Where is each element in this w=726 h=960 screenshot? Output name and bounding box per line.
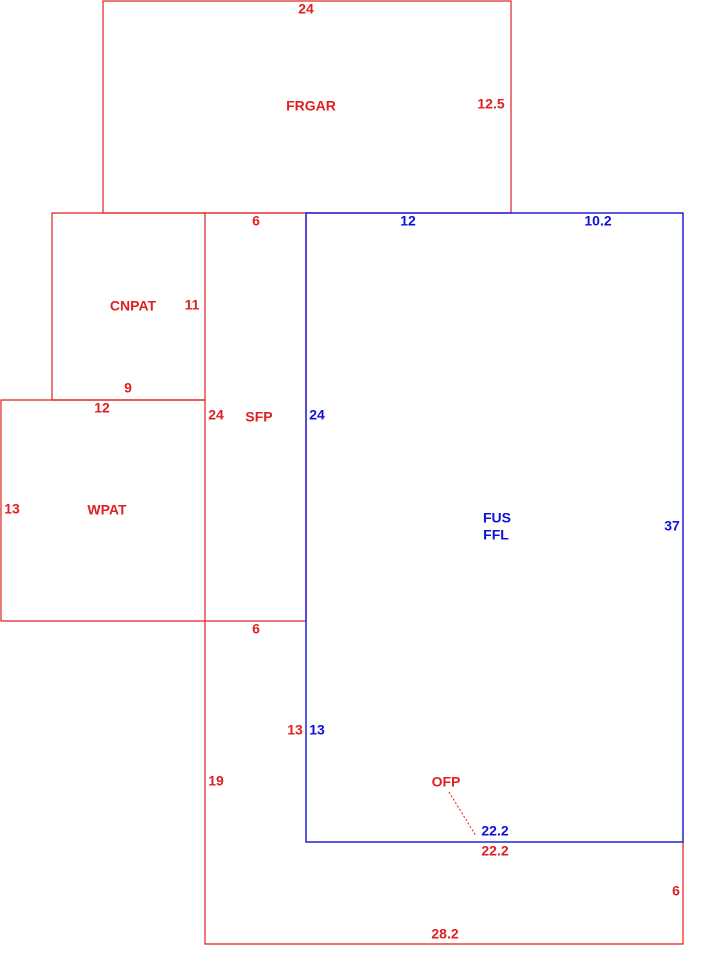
sfp-dim-top: 6 [252,213,260,229]
sfp-dim-bottom: 6 [252,621,260,637]
ofp-dim-top: 22.2 [481,843,508,859]
sfp-label: SFP [245,409,272,425]
fus-dim-left-lower: 13 [309,722,325,738]
fus-dim-top-left: 12 [400,213,416,229]
ofp-dim-right: 6 [672,883,680,899]
fus-dim-top-right: 10.2 [584,213,611,229]
frgar-dim-top: 24 [298,1,314,17]
fus-dim-left-upper: 24 [309,407,325,423]
wpat-outline [0,399,205,622]
wpat-dim-left: 13 [4,501,20,517]
ofp-leader-line [448,791,477,837]
ofp-dim-bottom: 28.2 [431,926,458,942]
ofp-dim-right-inner: 13 [287,722,303,738]
frgar-label: FRGAR [286,98,336,114]
fus-outline [305,212,684,843]
ffl-label: FFL [483,527,509,543]
cnpat-dim-right: 11 [185,297,200,313]
fus-dim-right: 37 [664,518,680,534]
cnpat-label: CNPAT [110,298,157,314]
ofp-label: OFP [432,774,461,790]
frgar-dim-right: 12.5 [477,96,504,112]
cnpat-dim-bottom: 9 [124,380,132,396]
fus-dim-bottom: 22.2 [481,823,508,839]
wpat-label: WPAT [87,502,127,518]
ofp-outline [204,621,684,945]
ofp-dim-left: 19 [208,773,224,789]
sfp-dim-left: 24 [208,407,224,423]
fus-label: FUS [483,510,511,526]
wpat-dim-top: 12 [94,400,110,416]
